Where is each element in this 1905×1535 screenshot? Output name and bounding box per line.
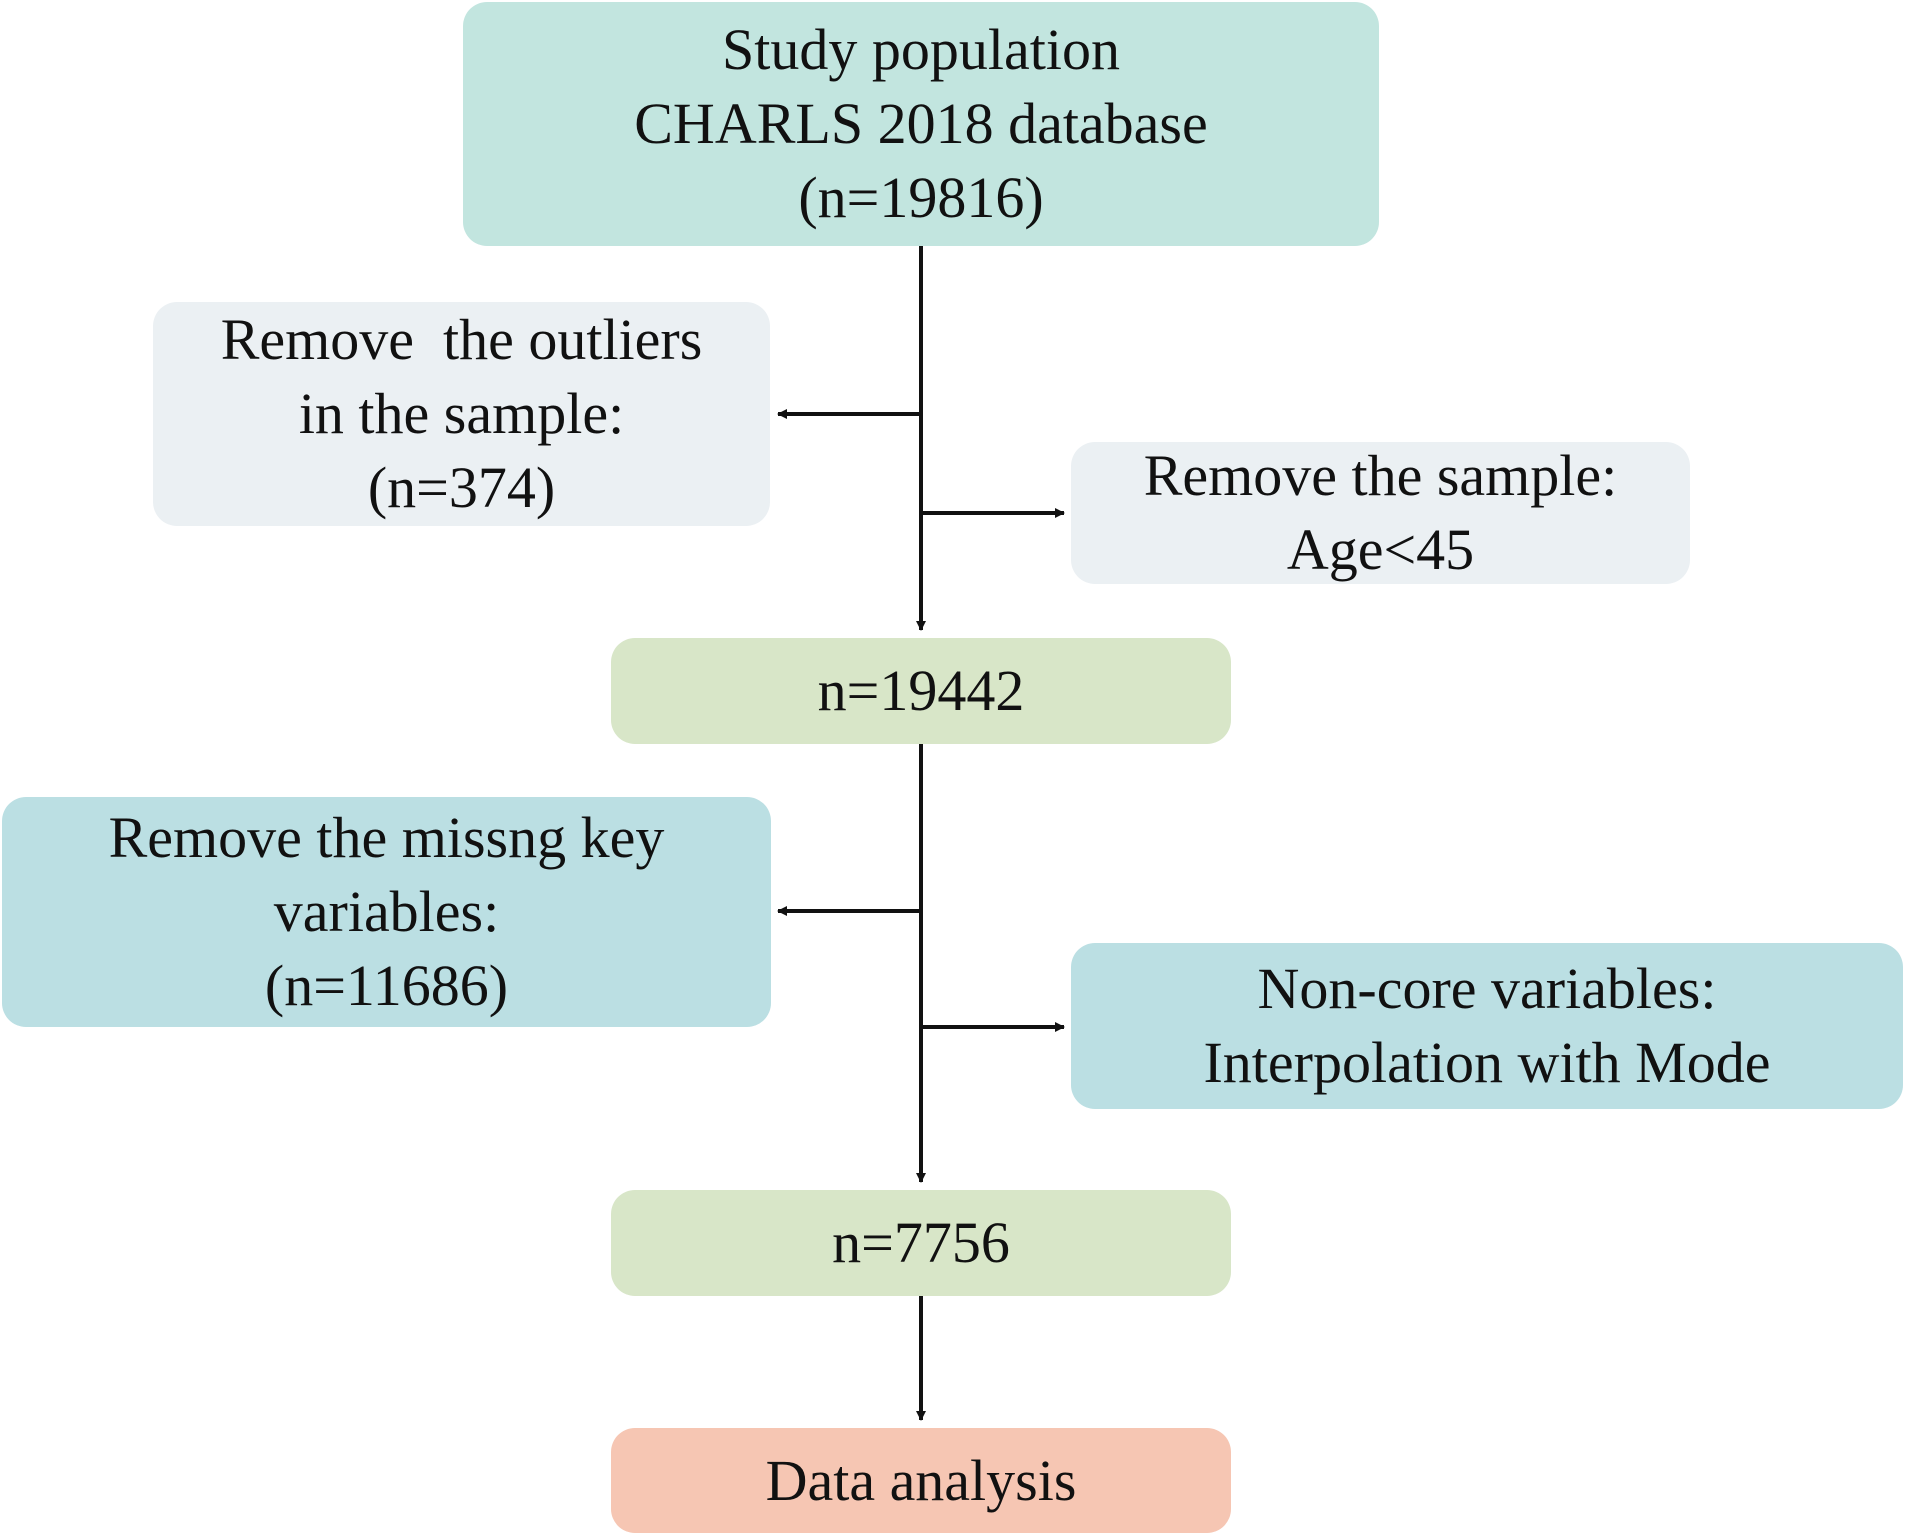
remove-outliers-line-1: Remove the outliers <box>220 307 703 372</box>
n-19442-box: n=19442 <box>611 638 1231 744</box>
data-analysis-box: Data analysis <box>611 1428 1231 1533</box>
remove-age-line-2: Age<45 <box>1286 517 1475 582</box>
remove-missing-line-3: (n=11686) <box>264 953 509 1018</box>
study-population-box: Study population CHARLS 2018 database (n… <box>463 2 1379 246</box>
remove-age-line-1: Remove the sample: <box>1143 443 1618 508</box>
study-population-line-2: CHARLS 2018 database <box>634 91 1208 156</box>
remove-outliers-box: Remove the outliers in the sample: (n=37… <box>153 302 770 526</box>
n-7756-box: n=7756 <box>611 1190 1231 1296</box>
data-analysis-label: Data analysis <box>765 1447 1077 1513</box>
study-population-line-1: Study population <box>722 17 1120 82</box>
remove-age-box: Remove the sample: Age<45 <box>1071 442 1690 584</box>
remove-outliers-line-3: (n=374) <box>367 455 556 520</box>
remove-outliers-line-2: in the sample: <box>298 381 625 446</box>
n-19442-label: n=19442 <box>817 658 1025 723</box>
remove-missing-line-2: variables: <box>273 879 500 944</box>
study-population-line-3: (n=19816) <box>798 165 1044 230</box>
non-core-line-1: Non-core variables: <box>1257 956 1717 1021</box>
n-7756-label: n=7756 <box>832 1210 1010 1275</box>
non-core-line-2: Interpolation with Mode <box>1203 1030 1771 1095</box>
remove-missing-line-1: Remove the missng key <box>108 805 665 870</box>
remove-missing-box: Remove the missng key variables: (n=1168… <box>2 797 771 1027</box>
non-core-variables-box: Non-core variables: Interpolation with M… <box>1071 943 1903 1109</box>
